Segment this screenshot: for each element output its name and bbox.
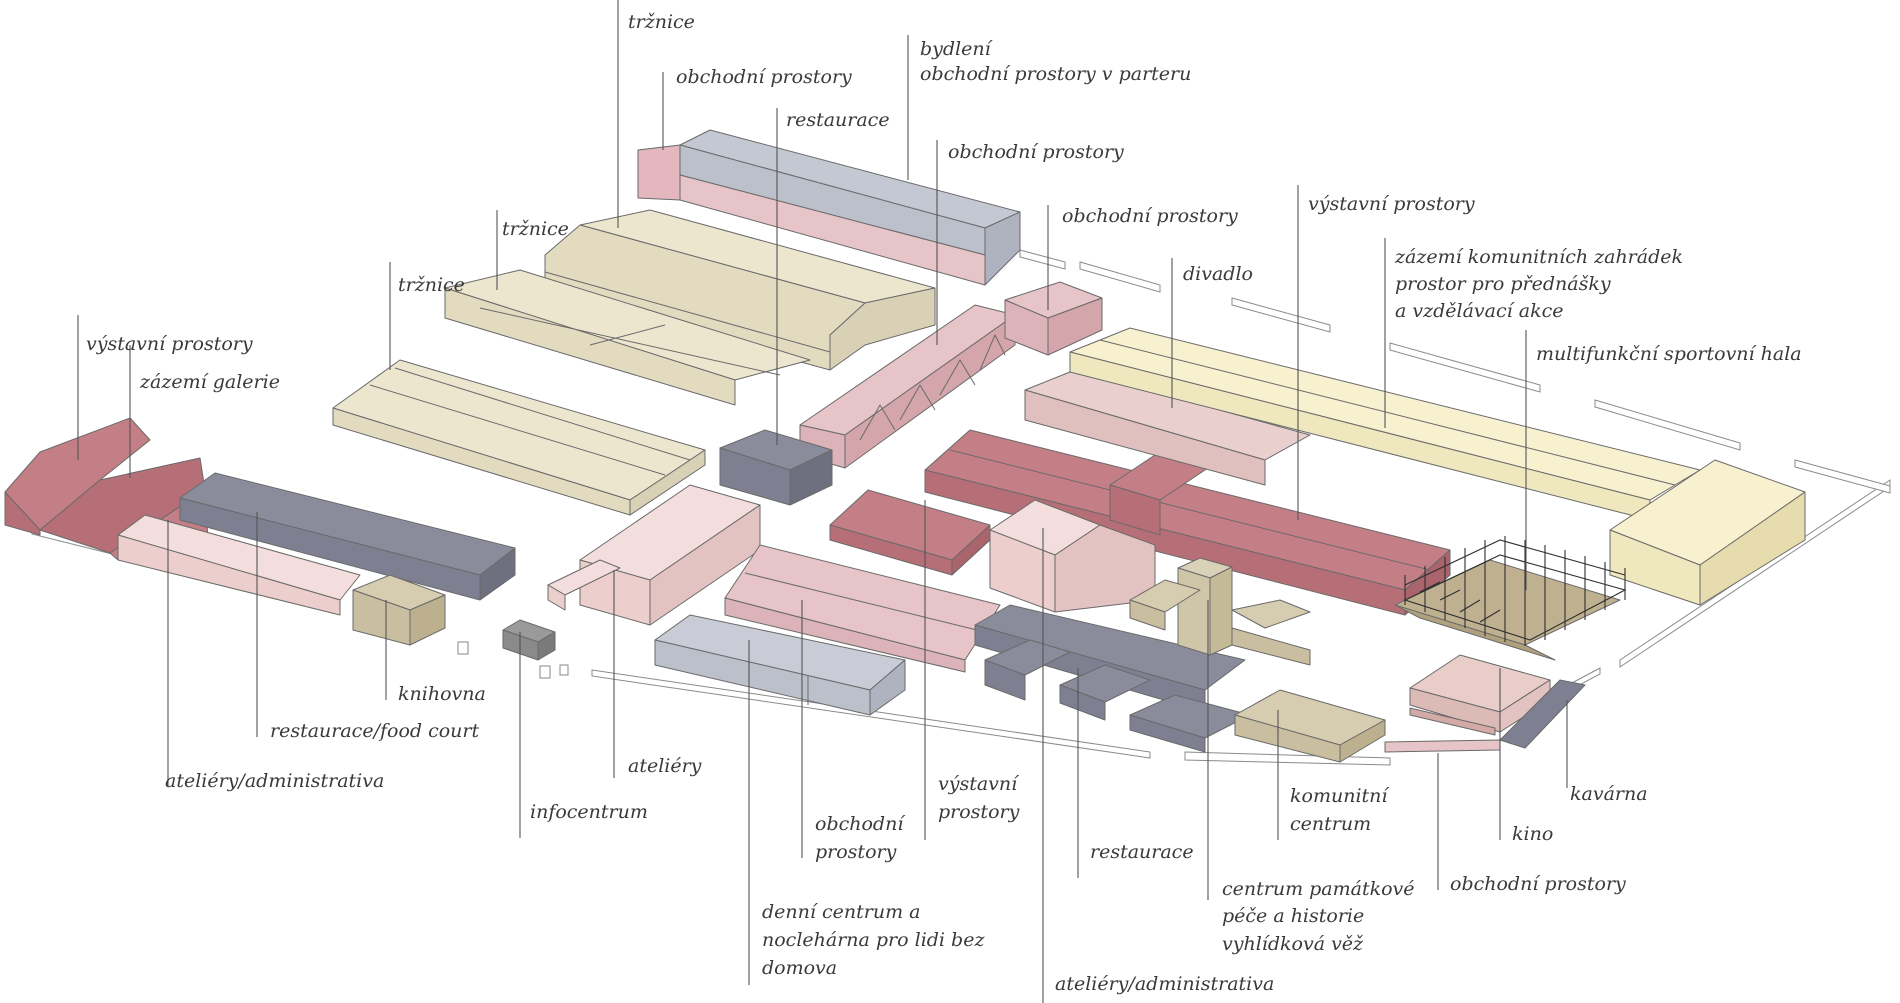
label-denni-1: denní centrum a [762, 901, 920, 923]
scaffold-grid [1403, 536, 1627, 646]
label-pamatkove-1: centrum památkové [1222, 878, 1415, 900]
label-obchodni-bottom-2: prostory [815, 841, 897, 863]
sport-yellow-end [1609, 459, 1806, 606]
infocentre [457, 619, 569, 679]
label-zazemi-1: zázemí komunitních zahrádek [1394, 246, 1683, 268]
label-vystavni-left: výstavní prostory [86, 333, 253, 355]
label-denni-2: noclehárna pro lidi bez [762, 929, 985, 951]
side-wall [829, 287, 936, 371]
cafe-strip-slate [1499, 679, 1586, 749]
front-wall [444, 287, 736, 406]
retail-strip-pink [1384, 739, 1501, 753]
day-centre-grey [654, 614, 906, 716]
label-zazemi-3: a vzdělávací akce [1395, 300, 1563, 322]
housing-block [637, 129, 1021, 286]
retail-center [724, 544, 1001, 673]
label-ateliery-admin-bottom: ateliéry/administrativa [1055, 973, 1274, 995]
labels: tržnice obchodní prostory bydlení obchod… [86, 11, 1802, 995]
community-centre [1234, 689, 1386, 763]
label-denni-3: domova [762, 957, 837, 979]
label-trznice-top: tržnice [628, 11, 695, 33]
heritage-tower [1129, 557, 1311, 666]
fence-back-b [1594, 399, 1741, 451]
label-obchodni-bottom-1: obchodní [815, 813, 906, 835]
label-bydleni-2: obchodní prostory v parteru [920, 63, 1191, 85]
label-obchodni-top: obchodní prostory [676, 66, 852, 88]
market-hall-top [544, 209, 936, 371]
label-vystavni-bottom-1: výstavní [938, 773, 1020, 795]
label-trznice-left: tržnice [398, 274, 465, 296]
fence-back-c [1794, 459, 1891, 494]
label-obchodni-pink: obchodní prostory [1062, 205, 1238, 227]
ateliers-pink-house [989, 499, 1156, 613]
retail-diagonal [799, 304, 1016, 469]
label-vystavni-bottom-2: prostory [938, 801, 1020, 823]
label-divadlo: divadlo [1183, 263, 1253, 285]
label-zazemi-galerie: zázemí galerie [139, 371, 280, 393]
label-bydleni-1: bydlení [920, 38, 994, 60]
ateliers-left-pink [117, 514, 361, 616]
retail-small-top [1004, 281, 1103, 356]
side-grey [984, 211, 1021, 286]
label-trznice-mid: tržnice [502, 218, 569, 240]
label-kino: kino [1512, 823, 1553, 845]
fence-front-right [1184, 751, 1391, 766]
ateliers-center [547, 484, 761, 626]
side-wall [844, 314, 1016, 469]
fence-back-d [1231, 297, 1331, 333]
pink-base-left [637, 144, 681, 201]
market-hall-mid [444, 269, 811, 406]
cinema [1409, 654, 1551, 736]
label-obchodni-mid: obchodní prostory [948, 141, 1124, 163]
label-knihovna: knihovna [398, 683, 486, 705]
food-court-slate [179, 472, 516, 601]
label-sportovni-hala: multifunkční sportovní hala [1536, 343, 1802, 365]
restaurant-small-slate [719, 429, 833, 506]
leader-lines [77, 0, 1568, 1003]
label-pamatkove-3: vyhlídková věž [1222, 933, 1364, 955]
sport-hall [1394, 536, 1627, 661]
label-ateliery: ateliéry [628, 755, 702, 777]
label-pamatkove-2: péče a historie [1222, 905, 1364, 927]
label-komunitni-1: komunitní [1290, 785, 1390, 807]
label-restaurace-bottom: restaurace [1090, 841, 1194, 863]
label-zazemi-2: prostor pro přednášky [1395, 273, 1611, 295]
label-komunitni-2: centrum [1290, 813, 1371, 835]
label-restaurace-food: restaurace/food court [270, 720, 479, 742]
market-hall-left [332, 359, 706, 516]
fence-back-a [1389, 342, 1541, 393]
fence-back-f [1019, 249, 1066, 270]
label-vystavni-top: výstavní prostory [1308, 193, 1475, 215]
label-ateliery-admin-left: ateliéry/administrativa [165, 770, 384, 792]
fence-back-e [1079, 261, 1161, 293]
theatre-pink [1024, 369, 1311, 486]
label-kavarna: kavárna [1570, 783, 1648, 805]
exhibition-small-red [829, 489, 991, 576]
library [352, 574, 446, 646]
label-infocentrum: infocentrum [530, 801, 648, 823]
label-obchodni-bottom-right: obchodní prostory [1450, 873, 1626, 895]
label-restaurace-top: restaurace [786, 109, 890, 131]
